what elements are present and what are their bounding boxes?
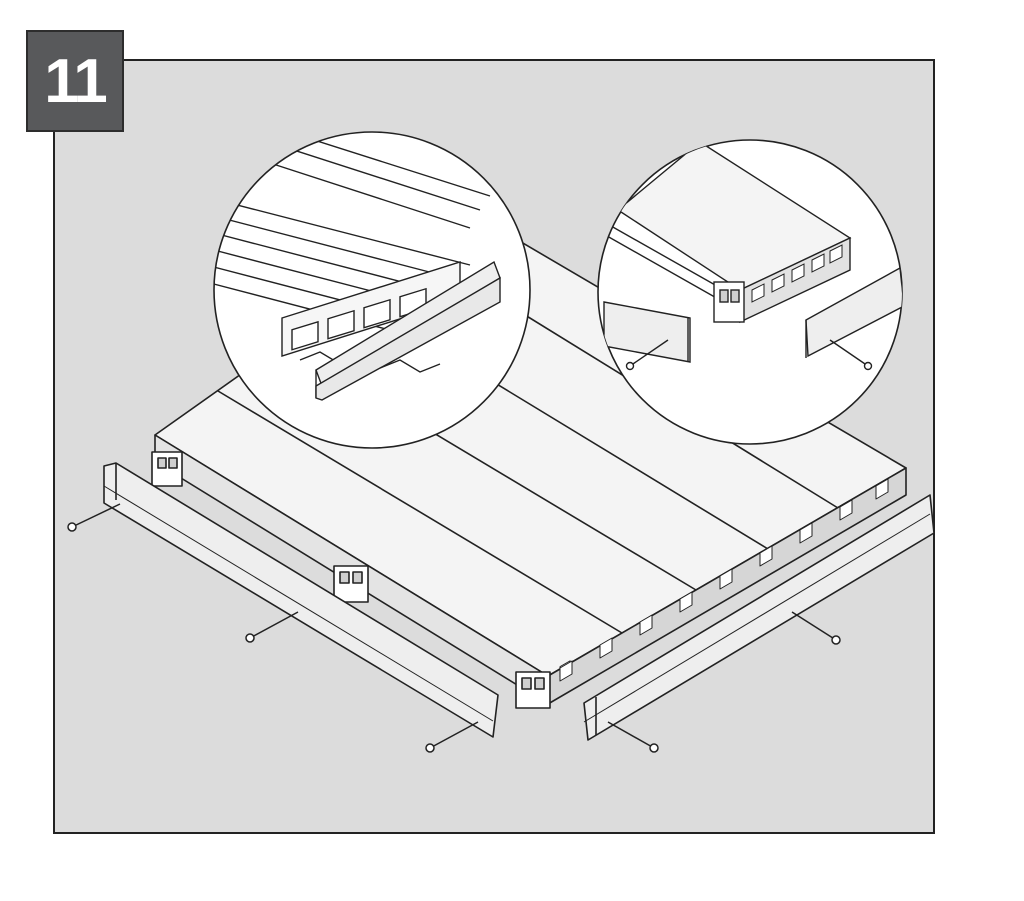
screw xyxy=(791,611,841,645)
fascia-board-right xyxy=(583,494,935,741)
board-seam xyxy=(217,390,623,634)
detail-callout-corner-joint xyxy=(597,139,903,445)
step-number: 11 xyxy=(44,46,108,116)
joist xyxy=(333,565,369,603)
joist xyxy=(515,671,551,709)
fascia-board-left xyxy=(103,462,499,738)
screw xyxy=(67,503,121,532)
step-number-badge: 11 xyxy=(26,30,124,132)
screw xyxy=(607,721,659,753)
joist xyxy=(151,451,183,487)
screw xyxy=(425,721,479,753)
screw xyxy=(245,611,299,643)
detail-callout-board-end xyxy=(213,131,531,449)
